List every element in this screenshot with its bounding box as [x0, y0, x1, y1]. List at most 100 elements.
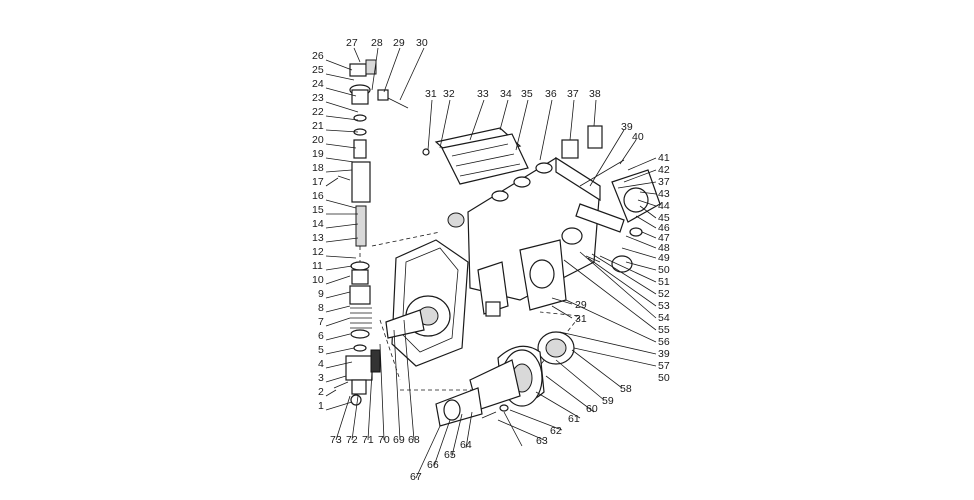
- fitting-body: [351, 89, 369, 105]
- callout-34: 34: [500, 88, 512, 100]
- shaft-70: [385, 309, 425, 339]
- callout-5: 5: [318, 344, 324, 356]
- callout-10: 10: [312, 274, 324, 286]
- spring-7: [350, 307, 372, 329]
- callout-45: 45: [658, 212, 670, 224]
- rod-40: [579, 159, 625, 187]
- callout-60: 60: [586, 403, 598, 415]
- callout-30: 30: [416, 37, 428, 49]
- screw-51: [585, 255, 601, 263]
- callout-2: 2: [318, 386, 324, 398]
- callout-13: 13: [312, 232, 324, 244]
- callout-16: 16: [312, 190, 324, 202]
- callout-38: 38: [589, 88, 601, 100]
- callout-35: 35: [521, 88, 533, 100]
- callout-31-mid: 31: [575, 313, 587, 325]
- callout-42: 42: [658, 164, 670, 176]
- key-71: [370, 349, 381, 373]
- seat-11: [350, 261, 370, 271]
- bush-37: [561, 139, 579, 159]
- callout-23: 23: [312, 92, 324, 104]
- washer-62: [499, 404, 509, 412]
- collar-10: [351, 269, 369, 285]
- screw-31: [422, 148, 430, 156]
- callout-41: 41: [658, 152, 670, 164]
- gasket-34: [441, 133, 529, 185]
- plunger-15: [355, 205, 367, 247]
- callout-labels: 27 28 29 30 26 25 24 23 22 21 20 19 18 1…: [312, 37, 670, 483]
- callout-6: 6: [318, 330, 324, 342]
- callout-49: 49: [658, 252, 670, 264]
- callout-37-right: 37: [658, 176, 670, 188]
- valve-20: [353, 139, 367, 159]
- callout-29: 29: [393, 37, 405, 49]
- callout-48: 48: [658, 242, 670, 254]
- cover-plates: [385, 127, 529, 367]
- callout-33: 33: [477, 88, 489, 100]
- callout-46: 46: [658, 222, 670, 234]
- gear-65: [443, 399, 461, 421]
- callout-40: 40: [632, 131, 644, 143]
- callout-26: 26: [312, 50, 324, 62]
- callout-8: 8: [318, 302, 324, 314]
- callout-69: 69: [393, 434, 405, 446]
- callout-47: 47: [658, 232, 670, 244]
- callout-3: 3: [318, 372, 324, 384]
- callout-66: 66: [427, 459, 439, 471]
- callout-51: 51: [658, 276, 670, 288]
- callout-61: 61: [568, 413, 580, 425]
- callout-52: 52: [658, 288, 670, 300]
- bolt-30: [387, 97, 409, 109]
- bolt-63: [481, 411, 497, 419]
- callout-72: 72: [346, 434, 358, 446]
- callout-20: 20: [312, 134, 324, 146]
- fitting-28: [377, 89, 389, 101]
- callout-14: 14: [312, 218, 324, 230]
- shaft-45: [575, 203, 625, 233]
- callout-65: 65: [444, 449, 456, 461]
- assembly-guides: [359, 231, 581, 391]
- callout-58: 58: [620, 383, 632, 395]
- callout-18: 18: [312, 162, 324, 174]
- washer-6: [350, 329, 370, 339]
- callout-29-mid: 29: [575, 299, 587, 311]
- nut-26: [365, 59, 377, 75]
- callout-73: 73: [330, 434, 342, 446]
- plug-35: [447, 212, 465, 228]
- callout-21: 21: [312, 120, 324, 132]
- callout-55: 55: [658, 324, 670, 336]
- callout-19: 19: [312, 148, 324, 160]
- callout-24: 24: [312, 78, 324, 90]
- callout-44: 44: [658, 200, 670, 212]
- callout-62: 62: [550, 425, 562, 437]
- sleeve-9: [349, 285, 371, 305]
- callout-31-top: 31: [425, 88, 437, 100]
- callout-63: 63: [536, 435, 548, 447]
- pin-2: [333, 381, 349, 389]
- ring-5: [353, 344, 367, 352]
- callout-64: 64: [460, 439, 472, 451]
- callout-50-upper: 50: [658, 264, 670, 276]
- callout-39-top: 39: [621, 121, 633, 133]
- callout-36: 36: [545, 88, 557, 100]
- callout-1: 1: [318, 400, 324, 412]
- callout-50-lower: 50: [658, 372, 670, 384]
- callout-32: 32: [443, 88, 455, 100]
- plug-38: [587, 125, 603, 149]
- callout-17: 17: [312, 176, 324, 188]
- drive-assembly: [351, 331, 575, 427]
- callout-7: 7: [318, 316, 324, 328]
- leader-lines: [325, 47, 657, 479]
- callout-68: 68: [408, 434, 420, 446]
- callout-11: 11: [312, 260, 323, 272]
- callout-37-top: 37: [567, 88, 579, 100]
- callout-27: 27: [346, 37, 358, 49]
- callout-53: 53: [658, 300, 670, 312]
- callout-9: 9: [318, 288, 324, 300]
- callout-67: 67: [410, 471, 422, 483]
- callout-28: 28: [371, 37, 383, 49]
- washer-47: [629, 227, 643, 237]
- callout-4: 4: [318, 358, 324, 370]
- callout-71: 71: [362, 434, 374, 446]
